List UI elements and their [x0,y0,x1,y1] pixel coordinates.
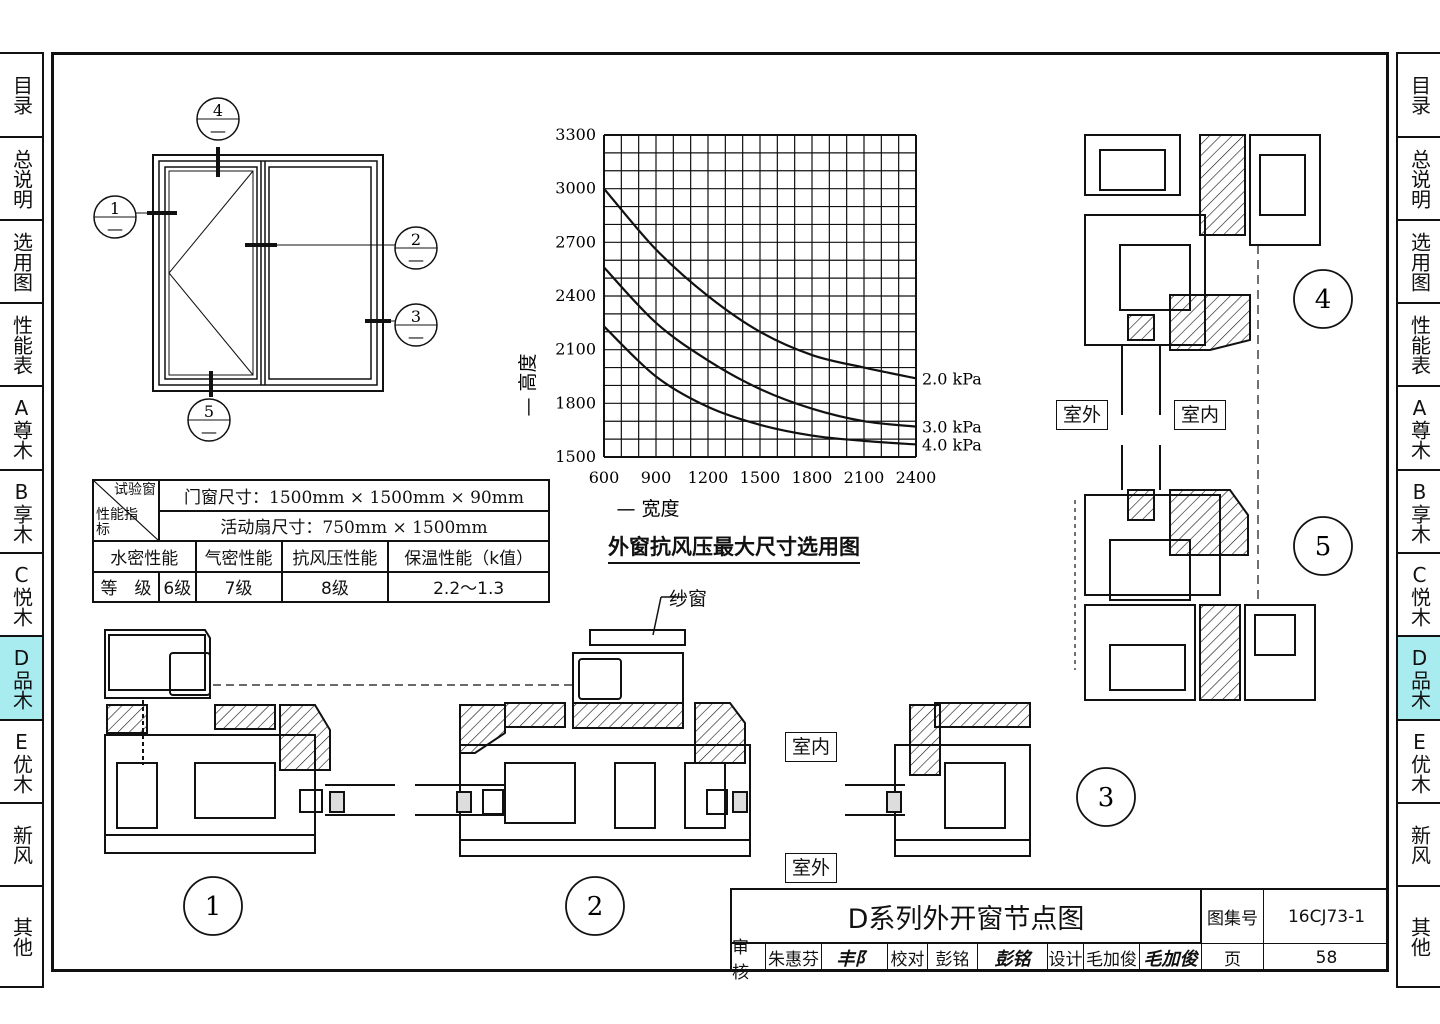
indoor-label: 室内 [785,732,838,762]
checker-signature: 彭铭 [978,944,1048,972]
marker-2-sub: — [408,250,424,269]
x-tick-label: 1200 [688,468,729,487]
marker-3-sub: — [408,327,424,346]
y-tick-label: 2100 [555,340,596,359]
performance-table: 试验窗 性能指标 门窗尺寸：1500mm × 1500mm × 90mm 活动扇… [92,479,550,603]
left-tab-5[interactable]: B享木 [0,471,44,554]
checker-name: 彭铭 [928,944,978,972]
atlas-number: 16CJ73-1 [1264,890,1389,944]
x-axis-label: — 宽度 [616,498,679,520]
grade-air: 7级 [194,570,283,603]
marker-4-sub: — [210,121,226,140]
marker-1-number: 1 [110,199,120,218]
right-tab-7[interactable]: D品木 [1396,637,1440,721]
right-tab-0[interactable]: 目录 [1396,54,1440,138]
drawing-frame [51,52,1389,972]
header-water: 水密性能 [92,541,197,573]
sash-size-row: 活动扇尺寸：750mm × 1500mm [158,509,550,542]
left-tab-4[interactable]: A尊木 [0,387,44,471]
atlas-label: 图集号 [1202,890,1264,944]
x-tick-label: 1500 [740,468,781,487]
series-label-1: 3.0 kPa [922,418,982,437]
right-tab-6[interactable]: C悦木 [1396,554,1440,637]
left-tab-1[interactable]: 总说明 [0,138,44,221]
corner-label-metric: 性能指标 [96,507,138,538]
y-tick-label: 3300 [555,125,596,144]
designer-signature: 毛加俊 [1140,944,1202,972]
series-line-0 [603,187,917,380]
marker-3-number: 3 [411,307,421,326]
vertical-section-details [1074,134,1321,701]
right-tab-5[interactable]: B享木 [1396,471,1440,554]
design-label: 设计 [1048,944,1084,972]
marker-1-sub: — [107,219,123,238]
chart-title: 外窗抗风压最大尺寸选用图 [608,534,860,564]
series-line-1 [603,266,917,428]
y-tick-label: 1800 [555,393,596,412]
left-tab-2[interactable]: 选用图 [0,221,44,304]
reviewer-name: 朱惠芬 [766,944,822,972]
x-tick-label: 900 [641,468,672,487]
page-number: 58 [1264,944,1389,972]
right-tab-8[interactable]: E优木 [1396,721,1440,804]
left-tab-7[interactable]: D品木 [0,637,44,721]
page-label: 页 [1202,944,1264,972]
x-tick-label: 2400 [896,468,937,487]
right-tab-4[interactable]: A尊木 [1396,387,1440,471]
wind-pressure-chart: 600 900 1200 1500 1800 2100 2400 1500 1800 2100 24… [517,125,982,520]
grade-wind: 8级 [280,570,390,603]
grade-label: 等 级 [92,570,160,603]
drawing-title: D系列外开窗节点图 [732,890,1202,944]
indoor-label-vertical: 室内 [1174,400,1227,430]
marker-5-number: 5 [204,402,214,421]
review-label: 审核 [732,938,766,983]
left-tab-9[interactable]: 新风 [0,804,44,887]
reviewer-signature: 丰阝 [822,944,888,972]
header-thermal: 保温性能（k值） [387,540,550,573]
right-tab-3[interactable]: 性能表 [1396,304,1440,387]
grade-thermal: 2.2～1.3 [387,570,550,603]
series-line-2 [603,325,917,446]
grade-water: 6级 [158,570,197,603]
left-tab-10[interactable]: 其他 [0,887,44,988]
window-size-row: 门窗尺寸：1500mm × 1500mm × 90mm [158,479,550,512]
left-tab-3[interactable]: 性能表 [0,304,44,387]
check-label: 校对 [888,944,928,972]
y-tick-label: 3000 [555,179,596,198]
window-elevation: 1 — 2 — 3 — 4 — 5 — [93,97,438,442]
x-tick-label: 2100 [844,468,885,487]
right-tab-2[interactable]: 选用图 [1396,221,1440,304]
title-block: D系列外开窗节点图 图集号 16CJ73-1 审核 朱惠芬 丰阝 校对 彭铭 彭… [730,888,1389,983]
header-wind: 抗风压性能 [280,540,390,573]
outdoor-label-vertical: 室外 [1056,400,1109,430]
section-details [104,596,1031,857]
right-tab-9[interactable]: 新风 [1396,804,1440,887]
y-axis-label: — 高度 [517,353,539,416]
corner-label-window: 试验窗 [114,482,156,498]
marker-2-number: 2 [411,230,421,249]
screen-window-label: 纱窗 [669,588,708,610]
y-tick-label: 1500 [555,447,596,466]
y-tick-label: 2400 [555,286,596,305]
right-tab-10[interactable]: 其他 [1396,887,1440,988]
series-label-0: 2.0 kPa [922,369,982,388]
y-tick-label: 2700 [555,232,596,251]
x-tick-label: 600 [589,468,620,487]
header-air: 气密性能 [194,540,283,573]
left-tab-0[interactable]: 目录 [0,54,44,138]
marker-4-number: 4 [213,101,223,120]
outdoor-label: 室外 [785,853,838,883]
series-label-2: 4.0 kPa [922,435,982,454]
x-tick-label: 1800 [792,468,833,487]
left-tab-8[interactable]: E优木 [0,721,44,804]
designer-name: 毛加俊 [1084,944,1140,972]
left-tab-6[interactable]: C悦木 [0,554,44,637]
right-tab-1[interactable]: 总说明 [1396,138,1440,221]
marker-5-sub: — [201,422,217,441]
